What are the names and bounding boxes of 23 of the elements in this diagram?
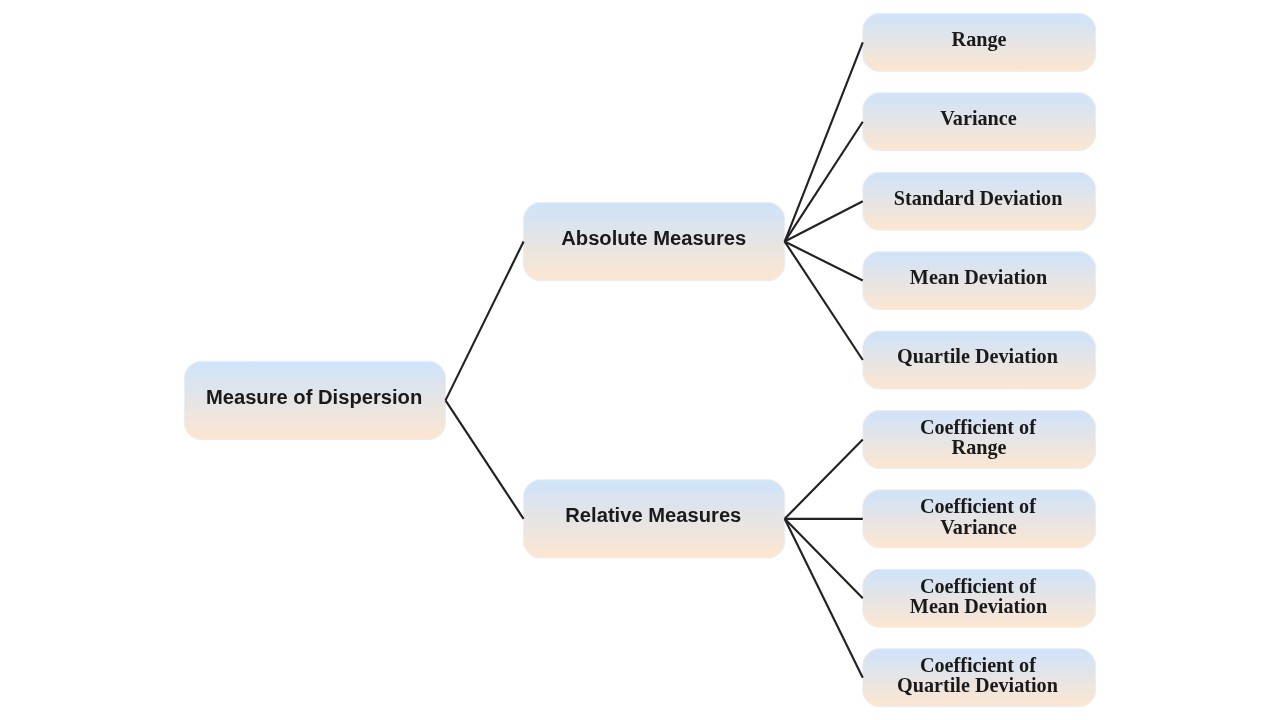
- node-box: Coefficient of Variance: [862, 489, 1097, 549]
- connector: [783, 438, 864, 520]
- node-box: Coefficient of Quartile Deviation: [862, 648, 1097, 708]
- connector: [784, 240, 864, 282]
- connector: [784, 517, 863, 520]
- node-box: Measure of Dispersion: [183, 360, 447, 440]
- connector: [783, 121, 864, 243]
- connector: [783, 518, 864, 599]
- connector: [444, 399, 525, 520]
- connector: [784, 200, 864, 243]
- node-box: Coefficient of Range: [862, 409, 1097, 469]
- node-box: Coefficient of Mean Deviation: [862, 568, 1097, 628]
- connector: [783, 240, 864, 361]
- node-box: Quartile Deviation: [862, 330, 1097, 390]
- node-box: Relative Measures: [523, 479, 786, 559]
- connector: [783, 518, 864, 679]
- node-box: Range: [862, 12, 1097, 72]
- node-box: Absolute Measures: [523, 202, 786, 282]
- node-box: Mean Deviation: [862, 251, 1097, 311]
- connector: [444, 241, 525, 401]
- node-box: Variance: [862, 92, 1097, 152]
- connector: [783, 41, 864, 242]
- node-box: Standard Deviation: [862, 171, 1097, 231]
